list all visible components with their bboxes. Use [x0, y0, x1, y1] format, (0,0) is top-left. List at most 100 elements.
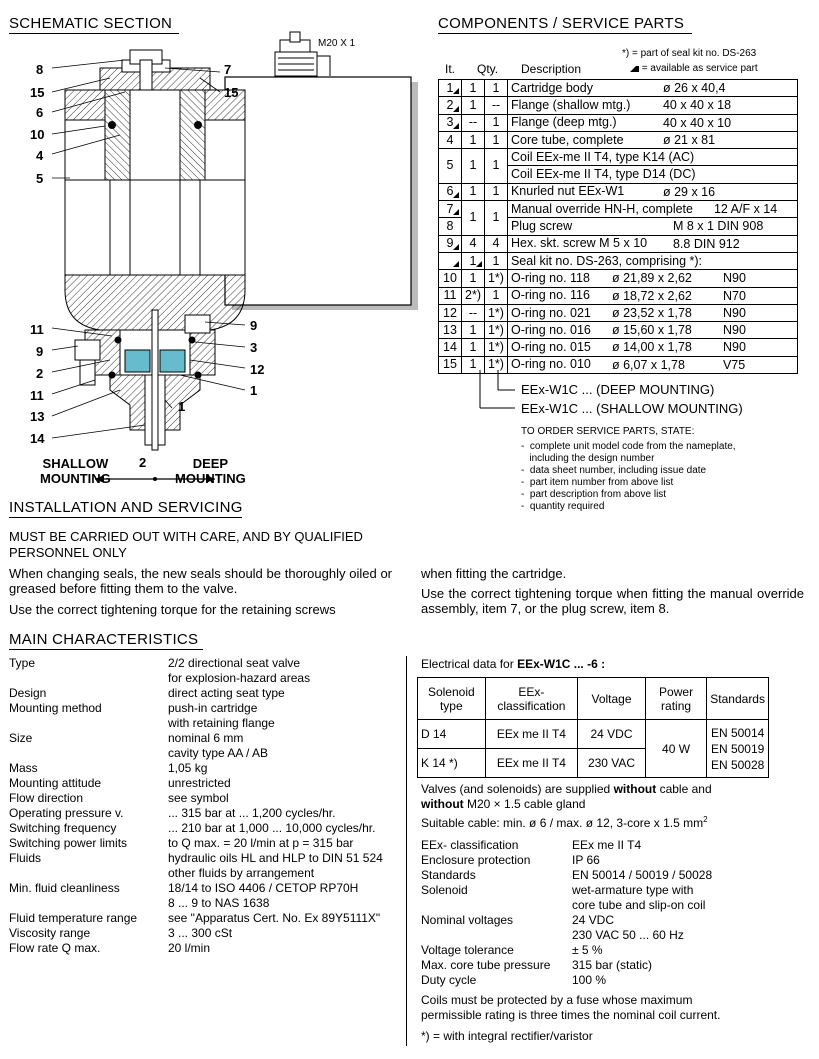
part-spec: ø 21 x 81 [662, 132, 716, 147]
elec-spec-label: Standards [421, 868, 476, 882]
elec-spec-value: 230 VAC 50 ... 60 Hz [572, 928, 684, 942]
column-divider [406, 656, 407, 1046]
part-qty-deep: 1 [483, 286, 508, 305]
shallow-mounting-note: EEx-W1C ... (SHALLOW MOUNTING) [521, 401, 743, 416]
electrical-title-model: EEx-W1C ... -6 : [517, 657, 606, 671]
main-title: MAIN CHARACTERISTICS [9, 631, 199, 648]
cell-power: 40 W [644, 719, 708, 778]
th-eex-classification: EEx-classification [484, 677, 579, 720]
elec-spec-value: 24 VDC [572, 913, 615, 927]
part-desc-text: O-ring no. 010 [510, 357, 591, 372]
part-spec: ø 14,00 x 1,78 [611, 340, 692, 355]
part-qty-deep: 1*) [483, 303, 508, 323]
spec-label: Mounting attitude [9, 776, 102, 790]
schematic-title-underline [9, 33, 179, 34]
part-item-number: 1 [438, 78, 462, 98]
part-spec: 8.8 DIN 912 [672, 236, 740, 251]
spec-label: Switching frequency [9, 821, 117, 835]
elec-spec-value: core tube and slip-on coil [572, 898, 706, 912]
thread-label: M20 X 1 [318, 38, 356, 49]
callout-5: 5 [36, 171, 44, 186]
part-item-number: 7 [438, 200, 462, 219]
part-spec: ø 29 x 16 [662, 184, 716, 199]
spec-value: cavity type AA / AB [168, 746, 269, 760]
spec-label: Design [9, 686, 47, 700]
schematic-drawing [51, 31, 418, 483]
legend-service-part-text: = available as service part [641, 63, 758, 74]
part-qty-deep: -- [483, 96, 508, 115]
spec-label: Flow direction [9, 791, 84, 805]
elec-spec-value: wet-armature type with [572, 883, 694, 897]
part-qty-shallow: 1 [461, 182, 485, 202]
part-material: N90 [722, 305, 746, 320]
part-desc-text: O-ring no. 116 [510, 288, 590, 303]
part-qty-shallow: -- [461, 303, 485, 323]
spec-value: 3 ... 300 cSt [168, 926, 233, 940]
shallow-line1: SHALLOW [42, 456, 109, 471]
part-qty-deep: 1 [483, 182, 508, 202]
cable-note: Suitable cable: min. ø 6 / max. ø 12, 3-… [421, 815, 708, 830]
cell-classification: EEx me II T4 [484, 719, 579, 749]
spec-value: see "Apparatus Cert. No. Ex 89Y5111X" [168, 911, 381, 925]
part-description: Flange (deep mtg.)40 x 40 x 10 [506, 113, 799, 132]
part-desc-text: Knurled nut EEx-W1 [510, 184, 625, 199]
elec-spec-value: 315 bar (static) [572, 958, 653, 972]
part-desc-text: Manual override HN-H, complete [510, 201, 693, 216]
spec-value: with retaining flange [168, 716, 275, 730]
spec-value: 8 ... 9 to NAS 1638 [168, 896, 270, 910]
cable-sup: 2 [703, 815, 708, 824]
elec-spec-label: Voltage tolerance [421, 943, 514, 957]
spec-label: Size [9, 731, 33, 745]
th-standards: Standards [706, 677, 769, 720]
service-part-marker-icon [630, 64, 639, 73]
rectifier-note: *) = with integral rectifier/varistor [421, 1029, 593, 1043]
callout-13: 13 [30, 409, 45, 424]
part-qty-shallow: -- [461, 113, 485, 132]
part-qty-shallow: 1 [461, 269, 485, 288]
spec-label: Type [9, 656, 36, 670]
part-qty-deep: 1*) [483, 269, 508, 288]
part-qty-shallow: 2*) [461, 286, 485, 305]
callout-11b: 11 [30, 388, 44, 403]
spec-value: 20 l/min [168, 941, 211, 955]
callout-14: 14 [30, 431, 45, 446]
spec-value: direct acting seat type [168, 686, 285, 700]
elec-spec-label: Solenoid [421, 883, 468, 897]
part-description: Flange (shallow mtg.)40 x 40 x 18 [506, 96, 799, 115]
part-desc-text: O-ring no. 016 [510, 322, 591, 337]
part-desc-text: Hex. skt. screw M 5 x 10 [510, 236, 648, 251]
part-desc-text: O-ring no. 118 [510, 270, 590, 285]
part-spec: ø 21,89 x 2,62 [611, 271, 692, 286]
warning-line1: MUST BE CARRIED OUT WITH CARE, AND BY QU… [9, 529, 363, 544]
part-item-number: 15 [438, 355, 462, 375]
part-item-number: 11 [438, 286, 462, 305]
deep-mounting-note: EEx-W1C ... (DEEP MOUNTING) [521, 382, 715, 397]
part-desc-text: Plug screw [510, 219, 573, 234]
col-it: It. [445, 62, 456, 76]
part-qty-deep: 1 [483, 148, 508, 184]
callout-8: 8 [36, 62, 44, 77]
elec-spec-value: EEx me II T4 [572, 838, 642, 852]
part-item-number: 8 [438, 217, 462, 236]
callout-1b: 1 [178, 399, 186, 414]
part-qty-shallow: 1 [461, 321, 485, 340]
spec-value: ... 210 bar at 1,000 ... 10,000 cycles/h… [168, 821, 376, 835]
spec-value: for explosion-hazard areas [168, 671, 311, 685]
part-desc-text: Core tube, complete [510, 132, 624, 147]
part-spec: ø 15,60 x 1,78 [611, 323, 692, 338]
spec-label: Fluid temperature range [9, 911, 138, 925]
callout-1a: 1 [250, 383, 258, 398]
callout-3: 3 [250, 340, 258, 355]
callout-15: 15 [30, 85, 45, 100]
callout-11a: 11 [30, 322, 44, 337]
